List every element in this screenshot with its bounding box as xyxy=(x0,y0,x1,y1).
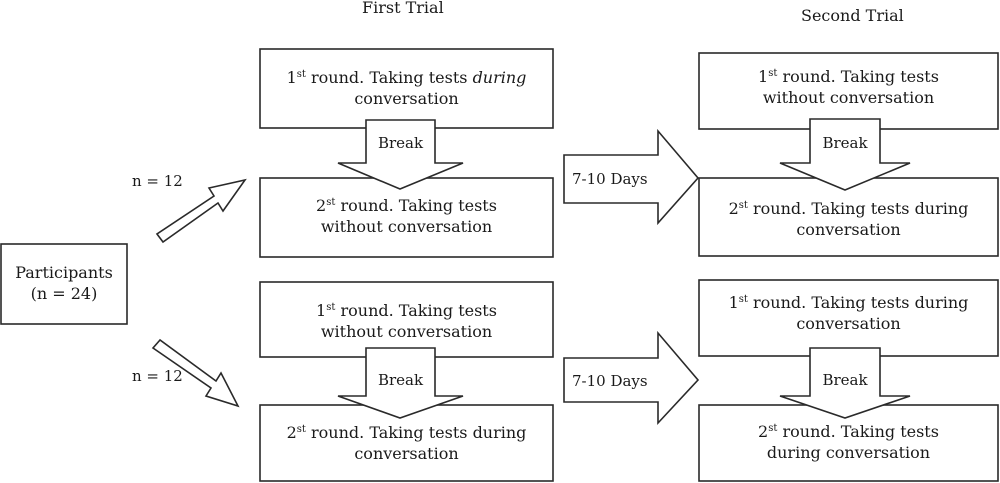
first-bottom-round1-box xyxy=(259,281,554,358)
round-text-line2: without conversation xyxy=(320,322,493,341)
round-text-line2: conversation xyxy=(354,444,459,463)
break-label: Break xyxy=(822,371,868,389)
ordinal: 1 xyxy=(316,301,327,320)
first-bottom-round2-box xyxy=(259,404,554,482)
emphasis-text: during xyxy=(472,68,527,87)
round-text: round. Taking tests xyxy=(335,196,497,215)
round-text: round. Taking tests xyxy=(777,422,939,441)
round-text-line2: conversation xyxy=(354,89,459,108)
participants-label: Participants (n = 24) xyxy=(1,262,127,304)
round-text: round. Taking tests during xyxy=(747,199,969,218)
ordinal-suffix: st xyxy=(738,294,748,305)
break-label: Break xyxy=(377,371,424,389)
round-text-line2: during conversation xyxy=(766,443,931,462)
second-top-round1-text: 1st round. Taking tests without conversa… xyxy=(699,66,998,108)
first-top-round1-text: 1st round. Taking tests during conversat… xyxy=(260,67,553,109)
ordinal: 1 xyxy=(728,293,739,312)
ordinal-suffix: st xyxy=(768,68,778,79)
second-trial-header: Second Trial xyxy=(801,6,904,25)
participants-box xyxy=(0,243,128,325)
interval-label-top: 7-10 Days xyxy=(572,170,648,188)
second-bottom-round2-text: 2st round. Taking tests during conversat… xyxy=(699,421,998,463)
round-text-line2: without conversation xyxy=(762,88,935,107)
round-text: round. Taking tests during xyxy=(747,293,969,312)
second-bottom-round1-text: 1st round. Taking tests during conversat… xyxy=(699,292,998,334)
break-label: Break xyxy=(377,134,424,152)
ordinal-suffix: st xyxy=(296,69,306,80)
ordinal-suffix: st xyxy=(296,424,306,435)
break-arrow-second-bottom xyxy=(779,347,911,419)
ordinal-suffix: st xyxy=(768,423,778,434)
first-bottom-round1-text: 1st round. Taking tests without conversa… xyxy=(260,300,553,342)
ordinal-suffix: st xyxy=(326,302,336,313)
second-bottom-round2-box xyxy=(698,404,999,482)
first-top-round1-box xyxy=(259,48,554,129)
second-top-round1-box xyxy=(698,52,999,130)
top-group-size: n = 12 xyxy=(132,172,183,190)
second-top-round2-text: 2st round. Taking tests during conversat… xyxy=(699,198,998,240)
first-trial-header: First Trial xyxy=(362,0,444,17)
participants-count: (n = 24) xyxy=(30,284,98,303)
bottom-group-size: n = 12 xyxy=(132,367,183,385)
ordinal: 2 xyxy=(316,196,327,215)
round-text-line2: conversation xyxy=(796,220,901,239)
break-label: Break xyxy=(822,134,868,152)
round-text-line2: conversation xyxy=(796,314,901,333)
round-text: round. Taking tests xyxy=(777,67,939,86)
break-arrow-first-bottom xyxy=(337,347,464,419)
ordinal-suffix: st xyxy=(738,200,748,211)
ordinal-suffix: st xyxy=(326,197,336,208)
participants-title: Participants xyxy=(15,263,113,282)
arrow-to-bottom-group xyxy=(151,338,240,408)
ordinal: 2 xyxy=(286,423,297,442)
ordinal: 2 xyxy=(728,199,739,218)
interval-label-bottom: 7-10 Days xyxy=(572,372,648,390)
interval-arrow-top xyxy=(563,128,700,226)
round-text: round. Taking tests xyxy=(335,301,497,320)
second-bottom-round1-box xyxy=(698,279,999,357)
round-text-line2: without conversation xyxy=(320,217,493,236)
round-text: round. Taking tests during xyxy=(305,423,527,442)
ordinal: 2 xyxy=(758,422,769,441)
first-bottom-round2-text: 2st round. Taking tests during conversat… xyxy=(260,422,553,464)
ordinal: 1 xyxy=(286,68,297,87)
break-arrow-second-top xyxy=(779,118,911,191)
first-top-round2-text: 2st round. Taking tests without conversa… xyxy=(260,195,553,237)
interval-arrow-bottom xyxy=(563,330,700,426)
break-arrow-first-top xyxy=(337,119,464,190)
round-text: round. Taking tests xyxy=(305,68,473,87)
ordinal: 1 xyxy=(758,67,769,86)
arrow-to-top-group xyxy=(155,178,247,244)
second-top-round2-box xyxy=(698,177,999,257)
